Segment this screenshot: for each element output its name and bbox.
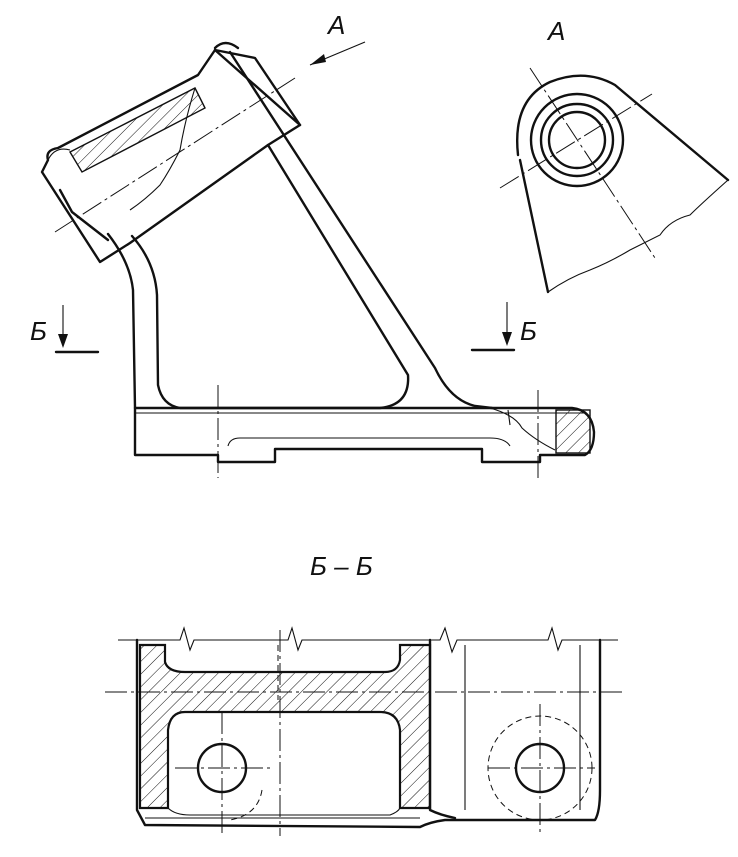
hatched-section <box>138 643 432 810</box>
section-marker-right: Б <box>470 302 537 352</box>
section-view: Б – Б <box>105 551 625 836</box>
section-title: Б – Б <box>310 551 373 581</box>
rib <box>106 41 494 410</box>
cut-label-right: Б <box>520 316 537 346</box>
view-arrow-label: A <box>326 10 345 40</box>
section-marker-left: Б <box>30 305 100 354</box>
break-line <box>118 626 618 654</box>
view-a: A <box>499 16 730 294</box>
main-view: A Б Б <box>30 10 596 478</box>
view-a-title: A <box>546 16 565 46</box>
cut-label-left: Б <box>30 316 47 346</box>
view-arrow-a: A <box>309 10 366 66</box>
boss-middle-circle <box>539 102 615 178</box>
base-plate <box>133 406 596 464</box>
bore-circle <box>547 110 607 170</box>
boss-outer-circle <box>529 92 625 188</box>
inclined-boss <box>40 48 302 264</box>
